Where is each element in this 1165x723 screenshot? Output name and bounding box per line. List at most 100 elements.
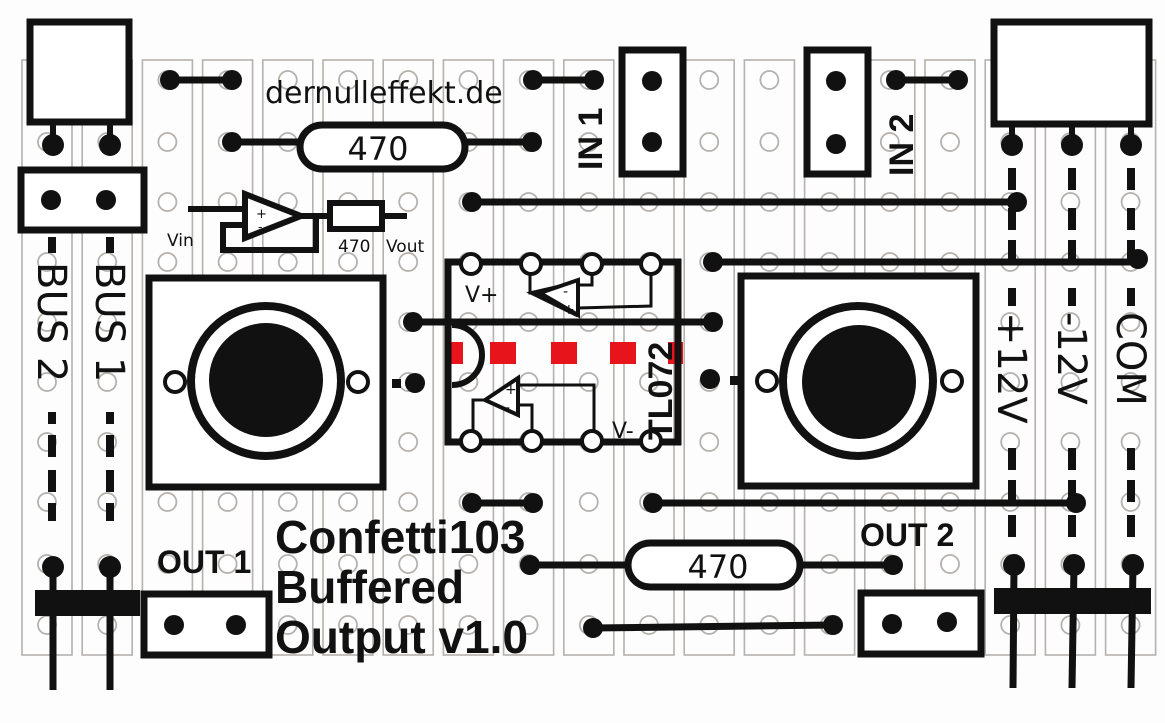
board-hole bbox=[940, 554, 960, 574]
title-line-2: Buffered bbox=[275, 561, 464, 613]
ic-vminus-label: V- bbox=[612, 419, 634, 444]
out2-label: OUT 2 bbox=[860, 517, 954, 553]
power-rail-dash bbox=[1008, 168, 1016, 190]
ic-top-minus: - bbox=[563, 284, 568, 300]
header-pins-right[interactable] bbox=[994, 554, 1151, 689]
schematic-resistor-value: 470 bbox=[338, 237, 370, 257]
board-hole bbox=[398, 615, 419, 635]
ic-vplus-label: V+ bbox=[465, 283, 498, 308]
board-hole bbox=[699, 132, 720, 152]
board-hole bbox=[1120, 312, 1141, 332]
plus12v-label: +12V bbox=[988, 312, 1034, 424]
power-connector[interactable] bbox=[990, 18, 1153, 156]
in1-jack[interactable] bbox=[618, 46, 687, 178]
power-rail-dash bbox=[1008, 515, 1016, 537]
power-rail-dash bbox=[1127, 240, 1135, 262]
in2-label: IN 2 bbox=[883, 114, 921, 176]
power-rail-dash bbox=[1127, 480, 1135, 502]
bus-dashes bbox=[48, 412, 114, 521]
power-rail-dash bbox=[1068, 240, 1076, 262]
board-hole bbox=[97, 312, 118, 332]
power-rail-dash bbox=[1068, 208, 1076, 230]
in2-jack[interactable] bbox=[803, 46, 872, 178]
board-hole bbox=[37, 252, 57, 272]
board-hole bbox=[277, 554, 298, 574]
schematic-plus: + bbox=[256, 207, 267, 222]
wire-links bbox=[166, 76, 1142, 632]
solder-points bbox=[160, 70, 1148, 638]
board-hole bbox=[277, 252, 298, 272]
potentiometer-right[interactable] bbox=[737, 272, 980, 490]
potentiometer-left[interactable] bbox=[145, 274, 387, 491]
bus-connector[interactable] bbox=[17, 18, 148, 253]
in1-label: IN 1 bbox=[572, 108, 610, 170]
board-hole bbox=[157, 192, 178, 212]
resistor-top-value: 470 bbox=[347, 130, 408, 168]
board-hole bbox=[157, 132, 178, 152]
board-hole bbox=[1000, 312, 1021, 332]
board-hole bbox=[398, 252, 419, 272]
title-line-1: Confetti103 bbox=[275, 511, 525, 563]
power-rail-dash bbox=[1068, 168, 1076, 190]
board-hole bbox=[759, 132, 780, 152]
board-hole bbox=[398, 554, 419, 574]
board-hole bbox=[759, 70, 780, 90]
board-hole bbox=[699, 70, 720, 90]
board-hole bbox=[578, 492, 599, 512]
power-rail-dash bbox=[1068, 515, 1076, 537]
power-rail-dash bbox=[1127, 208, 1135, 230]
board-hole bbox=[338, 492, 358, 512]
ic-tl072[interactable]: - + + - V+ V- TL072 bbox=[444, 252, 713, 453]
board-hole bbox=[398, 192, 419, 212]
board-hole bbox=[398, 70, 419, 90]
com-label: COM bbox=[1107, 312, 1153, 406]
board-hole bbox=[157, 252, 178, 272]
ic-top-plus: + bbox=[563, 302, 575, 318]
board-hole bbox=[1060, 372, 1081, 392]
out1-jack[interactable] bbox=[140, 590, 273, 659]
copper-strip bbox=[683, 59, 736, 656]
out2-jack[interactable] bbox=[857, 589, 985, 658]
board-hole bbox=[338, 252, 358, 272]
board-hole bbox=[217, 554, 238, 574]
header-pins-left[interactable] bbox=[35, 556, 140, 690]
board-hole bbox=[639, 372, 659, 392]
ic-bottom-plus: + bbox=[505, 382, 517, 398]
board-hole bbox=[157, 554, 178, 574]
power-rail-dash bbox=[1068, 480, 1076, 502]
power-rail-dash bbox=[1127, 288, 1135, 306]
board-hole bbox=[277, 492, 298, 512]
resistor-bottom[interactable]: 470 bbox=[624, 539, 804, 591]
board-hole bbox=[338, 615, 358, 635]
out1-label: OUT 1 bbox=[157, 544, 251, 580]
board-hole bbox=[940, 132, 960, 152]
board-hole bbox=[1060, 312, 1081, 332]
power-rail-dash bbox=[1008, 208, 1016, 230]
power-rail-dash bbox=[1127, 515, 1135, 537]
schematic-minus: - bbox=[258, 220, 262, 234]
board-hole bbox=[277, 615, 298, 635]
resistor-bottom-value: 470 bbox=[687, 548, 748, 586]
bus1-label: BUS 1 bbox=[86, 262, 132, 382]
ic-part-label: TL072 bbox=[642, 342, 680, 440]
power-rail-dash bbox=[1127, 448, 1135, 470]
power-rail-dash bbox=[1008, 448, 1016, 470]
board-hole bbox=[37, 312, 57, 332]
board-hole bbox=[458, 70, 479, 90]
power-dashes bbox=[1008, 168, 1135, 537]
board-hole bbox=[458, 554, 479, 574]
buffer-schematic: + - Vin 470 Vout bbox=[167, 189, 424, 257]
minus12v-label: -12V bbox=[1048, 312, 1094, 405]
board-hole bbox=[518, 372, 539, 392]
board-hole bbox=[1120, 372, 1141, 392]
watermark: dernulleffekt.de bbox=[265, 76, 503, 111]
power-rail-dash bbox=[1068, 288, 1076, 306]
board-hole bbox=[398, 492, 419, 512]
board-hole bbox=[699, 432, 720, 452]
bus2-label: BUS 2 bbox=[28, 262, 74, 382]
resistor-top[interactable]: 470 bbox=[296, 121, 469, 173]
board-hole bbox=[37, 372, 57, 392]
board-hole bbox=[398, 432, 419, 452]
board-hole bbox=[578, 132, 599, 152]
